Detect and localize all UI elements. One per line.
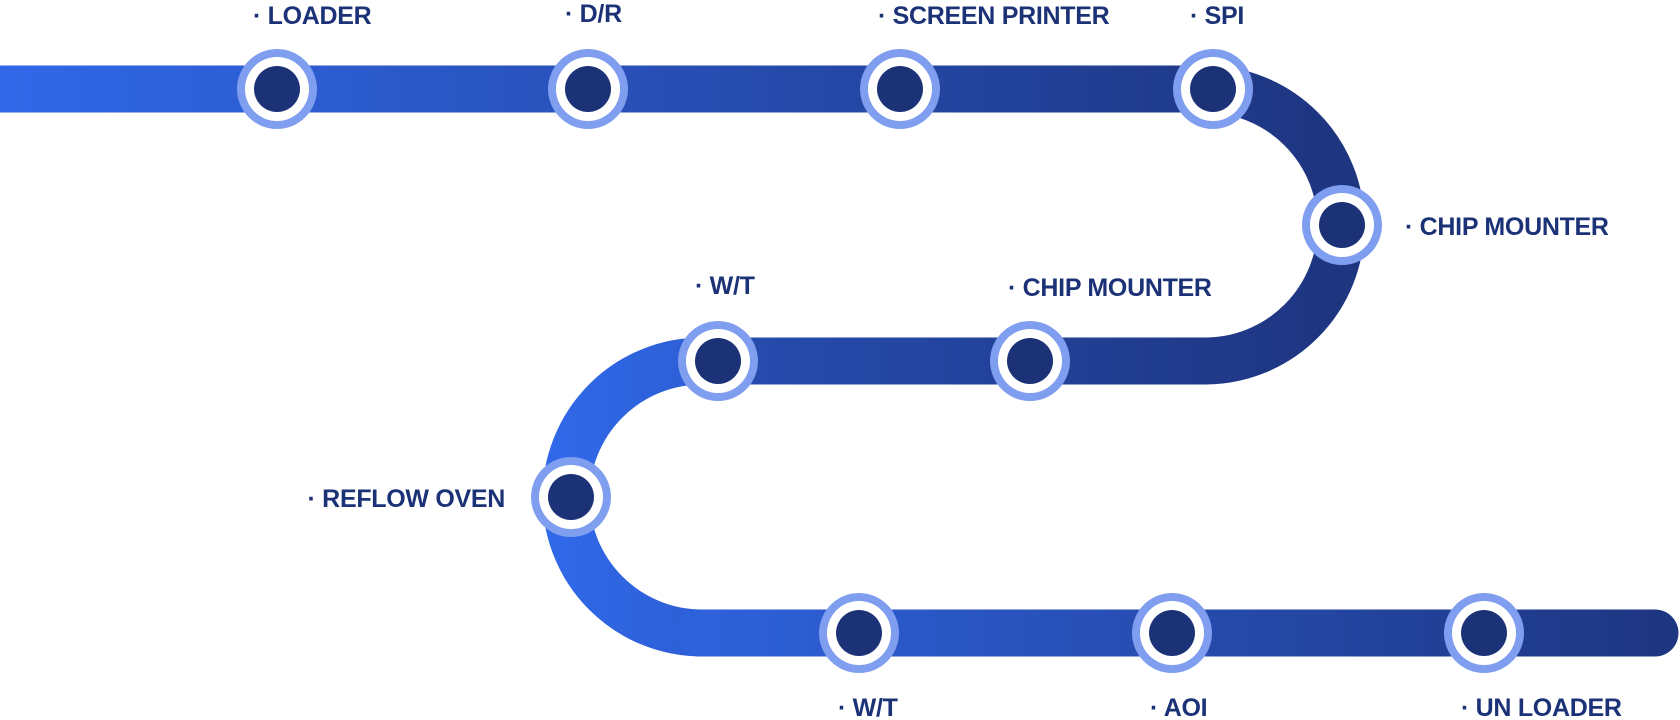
station-label-loader: · LOADER (253, 2, 372, 30)
node-core (877, 66, 923, 112)
station-node-wt-2 (819, 593, 899, 673)
node-core (836, 610, 882, 656)
node-core (1190, 66, 1236, 112)
station-label-wt-1: · W/T (695, 272, 755, 300)
node-core (565, 66, 611, 112)
station-labels: · LOADER · D/R · SCREEN PRINTER · SPI · CHIP… (253, 0, 1622, 720)
station-node-dr (548, 49, 628, 129)
station-node-loader (237, 49, 317, 129)
station-nodes (237, 49, 1524, 673)
node-core (1007, 338, 1053, 384)
node-core (548, 474, 594, 520)
station-node-screen-printer (860, 49, 940, 129)
node-core (1461, 610, 1507, 656)
track-segment-top (0, 65, 1365, 385)
station-node-spi (1173, 49, 1253, 129)
station-node-aoi (1132, 593, 1212, 673)
station-label-screen-printer: · SCREEN PRINTER (878, 2, 1110, 30)
station-label-chip-mounter-2: · CHIP MOUNTER (1008, 274, 1212, 302)
station-label-spi: · SPI (1190, 2, 1244, 30)
node-core (1319, 202, 1365, 248)
node-core (695, 338, 741, 384)
station-label-dr: · D/R (565, 0, 622, 28)
station-node-un-loader (1444, 593, 1524, 673)
station-label-un-loader: · UN LOADER (1461, 694, 1622, 720)
station-label-chip-mounter-1: · CHIP MOUNTER (1405, 213, 1609, 241)
station-node-chip-mounter-1 (1302, 185, 1382, 265)
node-core (1149, 610, 1195, 656)
node-core (254, 66, 300, 112)
station-label-aoi: · AOI (1150, 694, 1207, 720)
conveyor-track (0, 65, 1679, 657)
station-node-wt-1 (678, 321, 758, 401)
station-node-reflow-oven (531, 457, 611, 537)
station-label-wt-2: · W/T (838, 694, 898, 720)
station-label-reflow-oven: · REFLOW OVEN (308, 485, 505, 513)
station-node-chip-mounter-2 (990, 321, 1070, 401)
